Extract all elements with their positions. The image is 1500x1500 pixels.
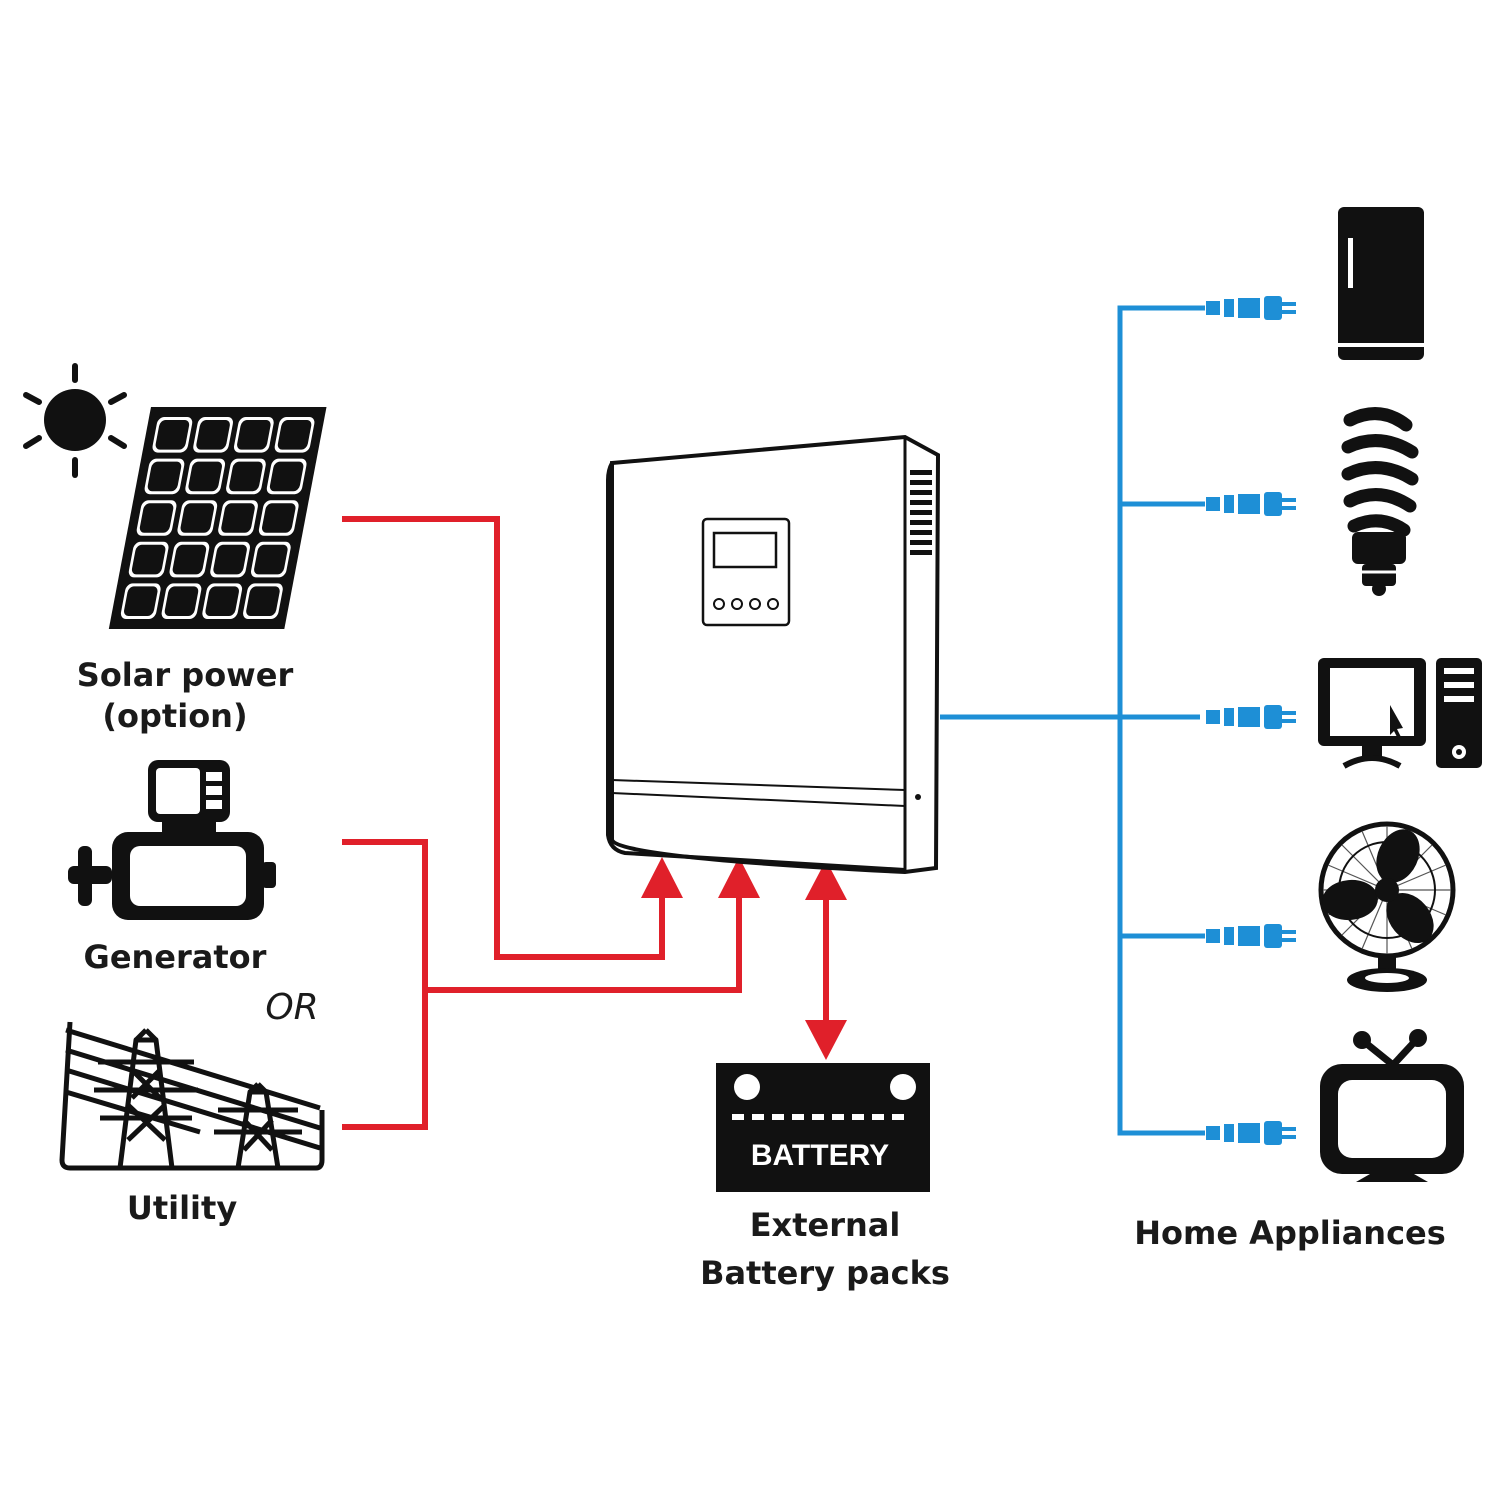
solar-label-line1: Solar power [76, 656, 294, 694]
solar-cell-fill [196, 420, 230, 450]
solar-cell-fill [131, 544, 166, 575]
solar-cell-fill [172, 544, 207, 575]
solar-cell-fill [188, 461, 222, 492]
computer-icon [1318, 658, 1482, 769]
solar-cell-fill [205, 586, 239, 616]
output-connections [940, 305, 1205, 1136]
solar-cell-fill [254, 544, 288, 575]
input-connections [342, 516, 829, 1130]
solar-cell-fill [180, 503, 215, 533]
solar-cell-fill [246, 586, 280, 616]
battery-label-line2: Battery packs [700, 1254, 950, 1292]
plug-icon [1206, 296, 1296, 1145]
panel-buttons [713, 598, 779, 610]
generator-label: Generator [83, 938, 267, 976]
battery-icon: BATTERY [716, 1063, 930, 1192]
fridge-icon [1338, 207, 1424, 360]
appliances-label: Home Appliances [1134, 1214, 1446, 1252]
fan-icon [1318, 821, 1456, 992]
solar-cell-fill [221, 503, 255, 533]
solar-cell-fill [139, 503, 174, 533]
solar-cell-fill [155, 420, 190, 450]
solar-cell-fill [261, 503, 296, 533]
battery-label-line1: External [749, 1206, 901, 1244]
battery-tag: BATTERY [751, 1139, 889, 1172]
solar-cell-fill [229, 461, 263, 492]
lcd-screen [712, 531, 778, 569]
solar-label-line2: (option) [102, 697, 248, 735]
solar-cell-fill [213, 544, 247, 575]
vent-grille [910, 470, 932, 555]
solar-cell-fill [269, 461, 304, 492]
solar-cell-fill [147, 461, 182, 492]
utility-label: Utility [126, 1189, 238, 1227]
solar-line [342, 516, 665, 960]
solar-cell-fill [124, 586, 158, 616]
bulb-icon [1341, 407, 1419, 596]
solar-cell-fill [277, 420, 312, 450]
arrow-heads [641, 857, 847, 1060]
tv-icon [1320, 1029, 1464, 1182]
power-tower-icon [59, 1021, 325, 1171]
grid-line [425, 885, 742, 993]
generator-icon [68, 760, 276, 920]
solar-cell-fill [164, 586, 199, 616]
or-label: OR [265, 987, 319, 1028]
generator-line [342, 839, 428, 1130]
sun-icon [23, 363, 127, 478]
inverter-icon [606, 434, 941, 875]
solar-cell-fill [237, 420, 271, 450]
solar-panel-icon [108, 407, 327, 629]
